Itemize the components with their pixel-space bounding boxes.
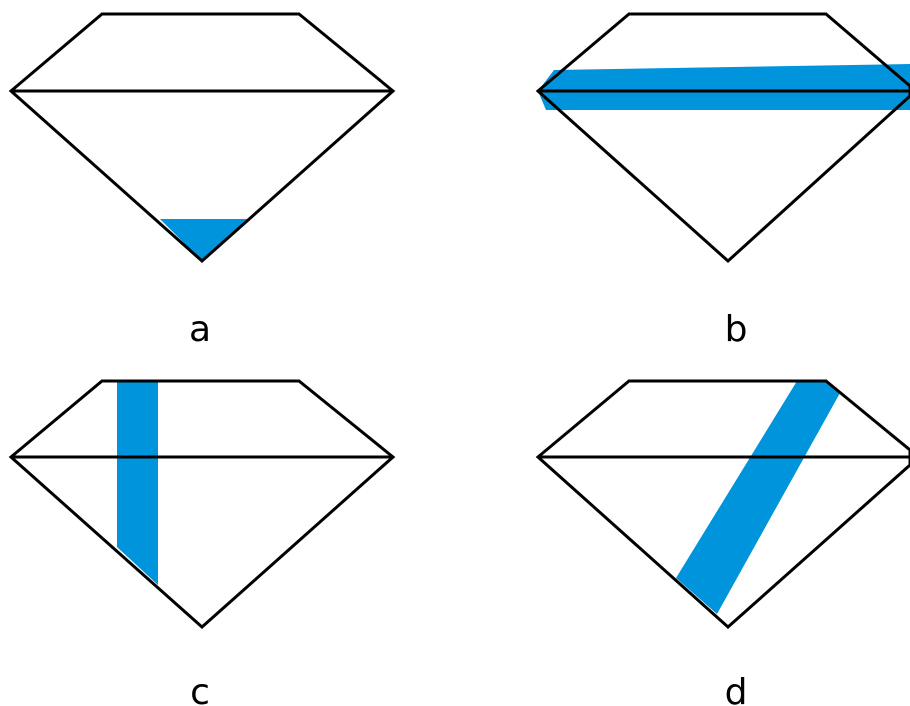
panel-label-a: a [189, 309, 211, 350]
panel-d: d [535, 379, 910, 706]
highlight-region-a [160, 219, 247, 261]
gem-outline-b [535, 12, 910, 264]
panel-label-d: d [725, 672, 748, 706]
panel-a: a [8, 12, 396, 350]
gem-outline-a [8, 12, 396, 264]
highlight-band-c [117, 381, 158, 585]
panel-c: c [8, 379, 396, 706]
gem-outline-c [8, 379, 396, 630]
panel-label-c: c [190, 672, 210, 706]
panel-b: b [535, 12, 910, 350]
gem-outline-d [535, 379, 910, 630]
panel-label-b: b [725, 309, 748, 350]
highlight-band-d [676, 381, 840, 614]
highlight-band-b [538, 64, 910, 110]
